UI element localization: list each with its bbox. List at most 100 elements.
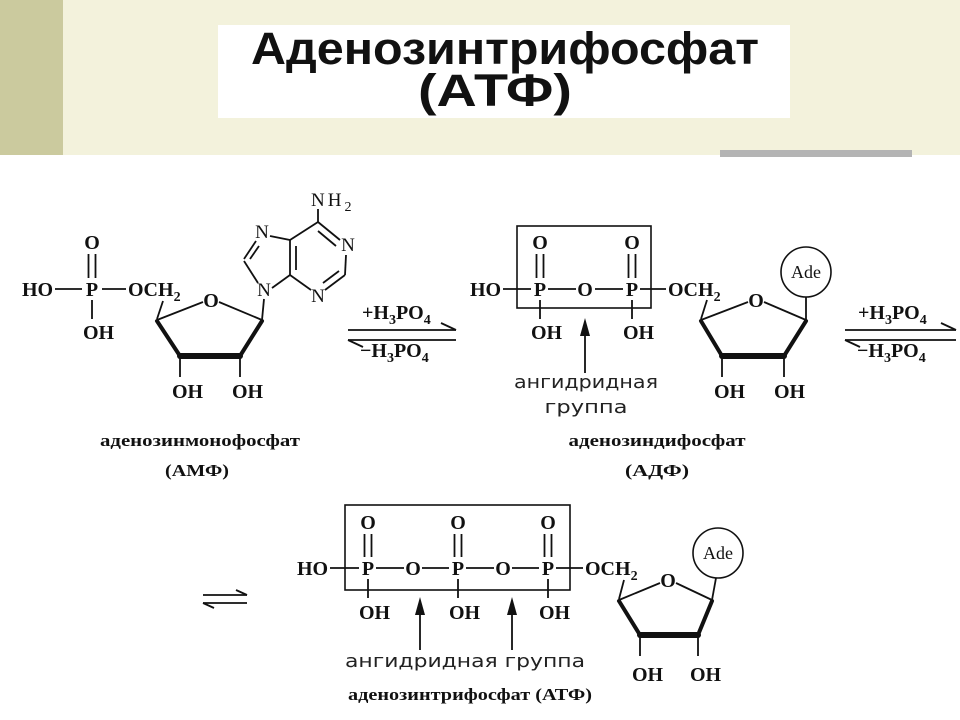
formula-subscript: 4 [919, 351, 926, 366]
atp-bridge-oxygen-1: O [405, 558, 421, 580]
atp-adenine-circle [692, 527, 744, 579]
forward-arrow-barb [440, 322, 457, 331]
amp-adenine-n9: N [257, 280, 271, 301]
adp-phosphorus-1: P [534, 279, 546, 301]
equilibrium-forward-barb [235, 589, 248, 596]
amp-phosphate-oh: OH [83, 322, 115, 344]
adp-adenine-label: Ade [791, 262, 821, 282]
amp-bond-c4-o [156, 301, 204, 321]
reaction-1-forward-label: +H3PO4 [362, 302, 431, 328]
atp-phosphorus-3: P [542, 558, 554, 580]
reverse-arrow-barb [844, 339, 861, 348]
amp-bond-n7-c5 [269, 235, 291, 241]
atp-och2-subscript: 2 [631, 569, 638, 584]
title-box [218, 25, 790, 118]
adp-abbreviation: (АДФ) [625, 461, 689, 480]
amp-ring-oxygen: O [203, 290, 219, 312]
equilibrium-reverse-barb [202, 602, 215, 609]
amp-ho-label: HO [22, 279, 53, 301]
formula-subscript: 4 [422, 351, 429, 366]
atp-bridge-oxygen-2: O [495, 558, 511, 580]
amp-ribose-oh-2: OH [232, 381, 264, 403]
atp-bond-c2-c1 [696, 599, 714, 637]
adp-phosphate-oh-1: OH [531, 322, 563, 344]
amp-bond-c2-c1 [238, 319, 264, 358]
atp-bond-c4-o [618, 582, 661, 601]
atp-oxo-oxygen-2: O [450, 512, 466, 534]
adp-ribose-oh-2: OH [774, 381, 806, 403]
formula-subscript: 3 [885, 313, 892, 328]
atp-phosphorus-2: P [452, 558, 464, 580]
formula-mid: PO [394, 340, 422, 362]
atp-bond-ch2-c4 [618, 579, 625, 600]
adp-bond-c4-c3 [699, 319, 724, 358]
atp-och2-main: OCH [585, 558, 631, 580]
atp-anhydride-arrow-2-head [507, 597, 517, 615]
adp-bond-c4-o [700, 301, 749, 321]
formula-prefix: −H [360, 340, 387, 362]
amp-bond-c8-n7 [243, 240, 257, 260]
formula-subscript: 3 [884, 351, 891, 366]
formula-mid: PO [891, 340, 919, 362]
amp-adenine-n7: N [255, 222, 269, 243]
amp-phosphorus: P [86, 279, 98, 301]
atp-anhydride-arrow-1-head [415, 597, 425, 615]
title-line-1: Аденозинтрифосфат [251, 23, 759, 74]
atp-ring-oxygen: O [660, 570, 676, 592]
adp-anhydride-label-line-1: ангидридная [514, 372, 658, 393]
formula-prefix: +H [362, 302, 389, 324]
amp-bond-ch2-c4 [156, 300, 164, 320]
title-line-2: (АТФ) [418, 65, 572, 116]
amp-bond-c1-n9 [261, 298, 265, 321]
atp-structure: O O O HO P O P O P OCH2 OH OH OH ангидри… [297, 504, 744, 704]
adp-phosphate-oh-2: OH [623, 322, 655, 344]
amp-och2-main: OCH [128, 279, 174, 301]
left-strip [0, 0, 63, 155]
atp-bond-c4-c3 [617, 599, 642, 637]
amp-bond-n9-c8 [243, 260, 259, 284]
forward-arrow-barb [940, 322, 957, 331]
adp-bond-c2-c1 [782, 319, 808, 358]
atp-bond-o-c1 [675, 582, 713, 601]
amp-bond-n1-c6 [317, 221, 341, 241]
reaction-2-reverse-label: −H3PO4 [857, 340, 926, 366]
formula-subscript: 4 [920, 313, 927, 328]
atp-phosphate-oh-1: OH [359, 602, 391, 624]
atp-ribose-oh-2: OH [690, 664, 722, 686]
amp-adenine-nh2: NH2 [311, 190, 351, 215]
amp-bond-n3-c2 [324, 274, 346, 291]
adp-anhydride-box [516, 225, 652, 309]
formula-subscript: 3 [387, 351, 394, 366]
amp-bond-c8-n7-inner [249, 245, 260, 260]
amp-bond-c2-n1 [344, 254, 347, 276]
adp-oxo-oxygen-2: O [624, 232, 640, 254]
adp-phosphorus-2: P [626, 279, 638, 301]
amp-bond-c4-n9 [271, 274, 291, 289]
adp-bond-ch2-c4 [700, 299, 708, 320]
amp-bond-n1-c6-inner [317, 230, 337, 247]
amp-bond-c6-c5 [289, 221, 319, 241]
formula-prefix: −H [857, 340, 884, 362]
accent-bar [720, 150, 912, 157]
atp-phosphate-oh-2: OH [449, 602, 481, 624]
adp-anhydride-arrow-head [580, 318, 590, 336]
atp-oxo-oxygen-1: O [360, 512, 376, 534]
adp-och2-main: OCH [668, 279, 714, 301]
amp-abbreviation: (АМФ) [165, 461, 229, 480]
formula-subscript: 3 [389, 313, 396, 328]
formula-mid: PO [892, 302, 920, 324]
reaction-1-reverse-label: −H3PO4 [360, 340, 429, 366]
amp-adenine-n3: N [311, 286, 325, 307]
adp-ring-oxygen: O [748, 290, 764, 312]
amp-bond-n3-c2-inner [322, 270, 340, 284]
adp-ho-label: HO [470, 279, 501, 301]
amp-ribose-oh-3: OH [172, 381, 204, 403]
reaction-amp-adp: +H3PO4 −H3PO4 [347, 302, 457, 366]
adp-bridge-oxygen: O [577, 279, 593, 301]
adp-oxo-oxygen-1: O [532, 232, 548, 254]
adp-och2-label: OCH2 [668, 279, 721, 305]
atp-anhydride-label: ангидридная группа [345, 651, 585, 672]
atp-bond-c1-base [711, 577, 717, 601]
adp-adenine-circle [780, 246, 832, 298]
